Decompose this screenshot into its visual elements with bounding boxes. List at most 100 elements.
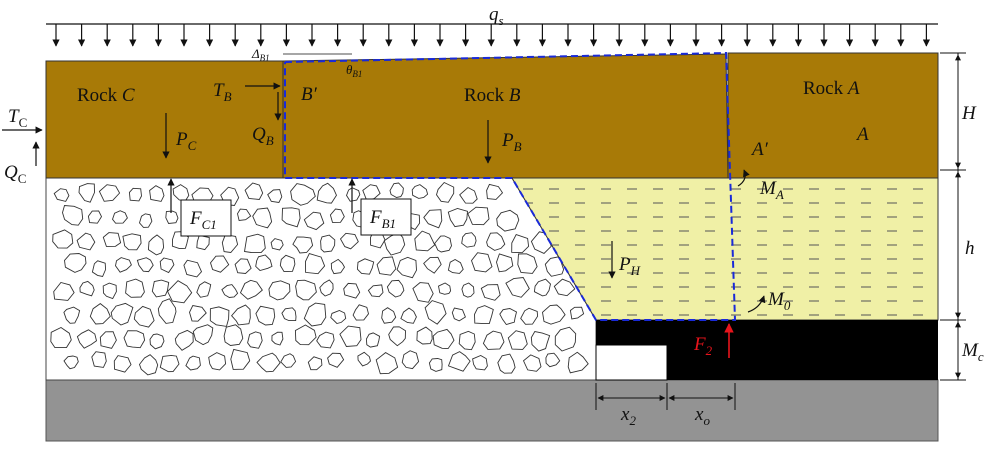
gravel-stone — [267, 189, 283, 203]
gravel-stone — [327, 352, 345, 368]
gravel-stone — [339, 325, 362, 347]
ma-label: MA — [759, 178, 784, 202]
gravel-stone — [136, 257, 154, 273]
floor-layer — [45, 379, 939, 442]
dim-h-label: h — [965, 238, 975, 259]
gravel-stone — [183, 259, 203, 278]
gravel-stone — [221, 284, 239, 298]
gravel-stone — [255, 254, 273, 272]
gravel-stone — [511, 234, 530, 254]
gravel-stone — [138, 213, 153, 228]
load-label: qs — [489, 4, 504, 28]
fc1-label: FC1 — [189, 208, 217, 232]
gravel-stone — [474, 305, 494, 325]
gravel-stone — [389, 182, 404, 198]
rock-a-label: Rock A — [803, 78, 860, 99]
gravel-stone — [76, 329, 98, 349]
gravel-stone — [292, 236, 314, 254]
a-point-label: A — [855, 124, 869, 145]
gravel-stone — [192, 324, 214, 346]
gravel-stone — [303, 302, 327, 327]
gravel-stone — [569, 306, 585, 320]
gravel-stone — [243, 233, 266, 254]
gravel-stone — [281, 307, 297, 322]
gravel-stone — [231, 304, 251, 326]
gravel-stone — [76, 232, 96, 251]
gravel-stone — [64, 253, 87, 273]
gravel-stone — [486, 183, 504, 200]
gravel-stone — [159, 354, 180, 373]
gravel-stone — [110, 302, 134, 326]
m0-label: M0 — [767, 289, 791, 313]
f2-label: F2 — [693, 334, 713, 358]
a-prime-label: A′ — [750, 139, 769, 160]
pc-label: PC — [175, 129, 197, 153]
gravel-stone — [149, 333, 165, 350]
gravel-stone — [305, 253, 326, 275]
gravel-stone — [159, 257, 175, 274]
gravel-stone — [221, 234, 239, 253]
gravel-stone — [496, 209, 520, 232]
gravel-stone — [111, 210, 128, 224]
gravel-stone — [63, 306, 81, 324]
gravel-stone — [247, 331, 263, 349]
gravel-stone — [330, 310, 347, 324]
pb-label: PB — [501, 130, 522, 154]
gravel-stone — [138, 354, 159, 376]
gravel-stone — [505, 277, 530, 298]
gravel-stone — [290, 183, 316, 206]
gravel-stone — [157, 298, 177, 324]
gravel-stone — [451, 307, 466, 322]
dim-xo-label: xo — [694, 404, 710, 428]
gravel-stone — [447, 258, 464, 274]
gravel-stone — [461, 282, 475, 298]
tc-label: TC — [8, 106, 27, 130]
gravel-stone — [147, 234, 165, 256]
gravel-stone — [507, 330, 528, 350]
gravel-stone — [252, 207, 273, 229]
gravel-stone — [554, 326, 577, 352]
gravel-stone — [367, 284, 384, 298]
gravel-stone — [133, 305, 155, 328]
gravel-stone — [189, 304, 207, 322]
gravel-stone — [122, 233, 142, 251]
gravel-stone — [567, 351, 589, 374]
gravel-stone — [79, 280, 95, 297]
gravel-stone — [167, 280, 193, 304]
dim-mc-label: Mc — [961, 340, 984, 364]
gravel-stone — [113, 355, 132, 373]
gravel-stone — [50, 326, 72, 349]
gravel-stone — [339, 232, 359, 250]
gravel-stone — [115, 257, 132, 273]
gravel-stone — [461, 232, 477, 248]
gravel-stone — [496, 253, 514, 273]
gravel-stone — [486, 232, 506, 251]
dashed-outline — [284, 51, 737, 321]
gravel-stone — [307, 356, 323, 371]
gravel-stone — [400, 307, 417, 324]
gravel-stone — [223, 324, 244, 346]
gravel-stone — [128, 187, 142, 202]
gravel-stone — [343, 282, 361, 299]
rock-a — [727, 52, 939, 179]
gravel-goaf — [45, 177, 597, 381]
gravel-stone — [53, 281, 75, 301]
gravel-stone — [545, 352, 561, 368]
gravel-stone — [234, 258, 252, 274]
gravel-stone — [470, 252, 493, 273]
gravel-stone — [208, 352, 227, 371]
gravel-stone — [53, 188, 70, 202]
gravel-stone — [244, 182, 264, 200]
ph-label: PH — [618, 254, 641, 278]
gravel-stone — [329, 208, 345, 223]
gravel-stone — [357, 351, 371, 367]
gravel-stone — [230, 348, 251, 370]
gravel-stone — [416, 326, 433, 345]
dim-H-label: H — [961, 103, 977, 124]
gravel-stone — [411, 184, 429, 199]
fb1-label: FB1 — [369, 207, 396, 231]
gravel-stone — [209, 306, 230, 327]
gravel-stone — [99, 331, 117, 349]
gravel-stone — [62, 205, 84, 226]
